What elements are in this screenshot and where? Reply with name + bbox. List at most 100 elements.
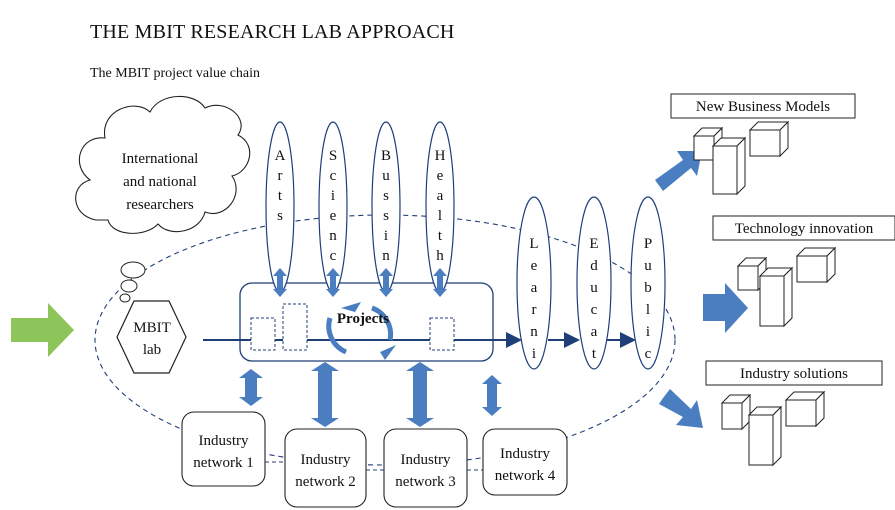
output-letter: a — [531, 280, 538, 296]
result-label: Technology innovation — [735, 221, 874, 237]
cube-icon — [758, 266, 794, 328]
output-letter: d — [590, 258, 598, 274]
domain-letter: r — [278, 168, 283, 184]
result-group: Technology innovation — [703, 215, 895, 333]
double-arrows — [239, 362, 502, 427]
cube-icon — [748, 120, 790, 158]
output-letter: r — [532, 302, 537, 318]
domain-connector-arrow — [273, 268, 287, 297]
domain-connector-arrow — [379, 268, 393, 297]
result-box — [705, 360, 883, 386]
result-group: New Business Models — [655, 93, 856, 196]
output-letter: u — [644, 258, 652, 274]
industry-network-box: Industry network 2 — [284, 428, 367, 508]
domain-letter: S — [329, 148, 337, 164]
domain-letter: B — [381, 148, 391, 164]
domain-letter: i — [384, 228, 388, 244]
result-arrow — [655, 151, 702, 191]
cloud-line: International — [122, 151, 199, 167]
domain-letter: c — [330, 248, 337, 264]
researchers-cloud: International and national researchers — [75, 95, 251, 303]
domain-letter: a — [437, 188, 444, 204]
network-label: network 1 — [193, 455, 253, 471]
double-arrow — [311, 362, 339, 427]
result-group: Industry solutions — [659, 360, 883, 467]
output-letter: i — [646, 324, 650, 340]
cube-icon — [795, 246, 837, 284]
industry-network-box: Industry network 4 — [482, 428, 568, 496]
output-letter: L — [529, 236, 538, 252]
cube-icon — [784, 390, 826, 428]
domain-letter: n — [382, 248, 390, 264]
domain-letter: H — [435, 148, 446, 164]
output-letter: b — [644, 280, 652, 296]
network-label: network 4 — [495, 468, 556, 484]
domain-connector-arrow — [433, 268, 447, 297]
cube-icon — [747, 405, 783, 467]
hub-line: lab — [143, 342, 161, 358]
output-letter: n — [530, 324, 538, 340]
domain-connector-arrow — [326, 268, 340, 297]
output-letter: c — [591, 302, 598, 318]
domain-letter: l — [438, 208, 442, 224]
output-letter: a — [591, 324, 598, 340]
domain-letter: s — [277, 208, 283, 224]
result-arrow — [703, 283, 748, 333]
domain-letter: s — [383, 208, 389, 224]
double-arrow — [406, 362, 434, 427]
hub-line: MBIT — [133, 320, 171, 336]
diagram-subtitle: The MBIT project value chain — [90, 66, 261, 81]
industry-network-box: Industry network 3 — [383, 428, 468, 508]
input-arrow — [11, 303, 74, 357]
network-label: Industry — [199, 433, 249, 449]
projects-box: Projects — [239, 282, 494, 362]
result-arrow — [659, 389, 703, 428]
projects-label: Projects — [337, 311, 389, 327]
output-letter: l — [646, 302, 650, 318]
cloud-line: and national — [123, 174, 197, 190]
output-letter: u — [590, 280, 598, 296]
domain-letter: n — [329, 228, 337, 244]
domain-letter: s — [383, 188, 389, 204]
output-letter: e — [531, 258, 538, 274]
result-box — [712, 215, 895, 241]
domain-letter: e — [330, 208, 337, 224]
domain-letter: h — [436, 248, 444, 264]
network-label: Industry — [500, 446, 550, 462]
output-letter: E — [589, 236, 598, 252]
mbit-lab-hexagon: MBIT lab — [116, 300, 187, 374]
cloud-line: researchers — [126, 197, 194, 213]
page-title: THE MBIT RESEARCH LAB APPROACH — [90, 21, 455, 43]
output-letter: P — [644, 236, 652, 252]
result-label: Industry solutions — [740, 366, 848, 382]
domain-letter: t — [278, 188, 283, 204]
domain-letter: e — [437, 168, 444, 184]
network-ellipse — [94, 214, 676, 466]
domain-letter: A — [275, 148, 286, 164]
double-arrow — [482, 375, 502, 416]
result-box — [670, 93, 856, 119]
network-label: network 2 — [295, 474, 355, 490]
result-label: New Business Models — [696, 99, 830, 115]
cube-icon — [720, 393, 752, 431]
network-label: network 3 — [395, 474, 455, 490]
network-label: Industry — [401, 452, 451, 468]
industry-network-box: Industry network 1 — [181, 411, 266, 487]
double-arrow — [239, 369, 263, 406]
domain-letter: u — [382, 168, 390, 184]
network-label: Industry — [301, 452, 351, 468]
output-letter: i — [532, 346, 536, 362]
output-letter: t — [592, 346, 597, 362]
domain-letter: t — [438, 228, 443, 244]
